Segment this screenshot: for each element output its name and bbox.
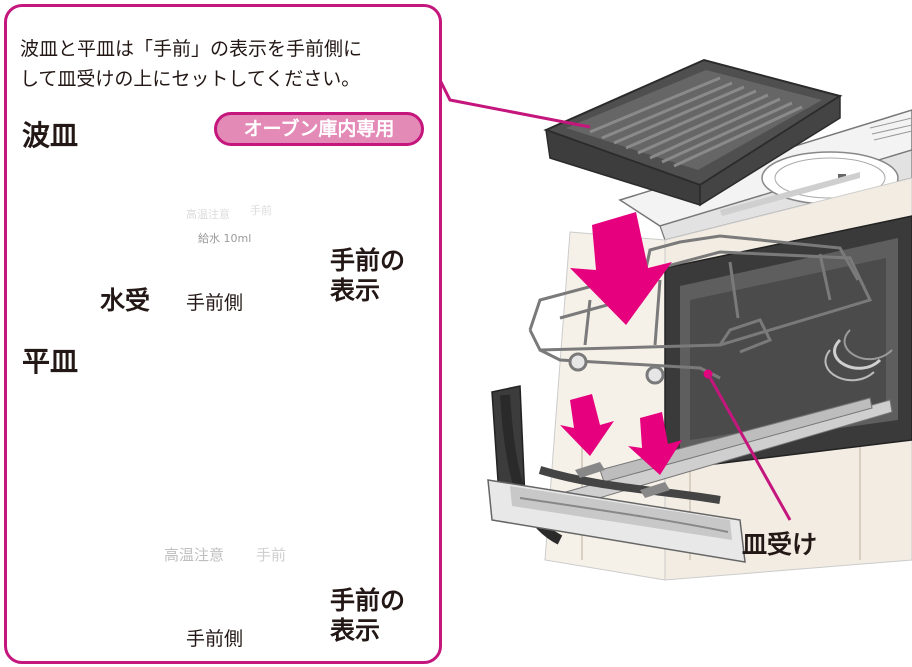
oven-only-badge: オーブン庫内専用 (214, 112, 424, 146)
front-mark-callout-flat-line1: 手前の (330, 586, 406, 615)
front-mark-callout-wave-line2: 表示 (330, 276, 381, 305)
leader-line-instruction (438, 79, 591, 129)
down-arrow-icon (628, 412, 682, 475)
flat-stamp-caution: 高温注意 (164, 546, 225, 564)
instruction-line-2: して皿受けの上にセットしてください。 (20, 68, 361, 90)
flat-stamp-front: 手前 (256, 546, 287, 564)
wave-stamp-water: 給水 10ml (198, 232, 252, 245)
drawer-door (487, 385, 746, 563)
instruction-panel (4, 4, 442, 664)
leader-line-rack (706, 373, 792, 521)
wave-stamp-caution: 高温注意 (186, 208, 230, 221)
wave-stamp-front: 手前 (250, 204, 272, 217)
tray-rack-label: 皿受け (742, 530, 818, 559)
front-mark-callout-wave: 手前の 表示 (330, 246, 405, 306)
wave-tray-heading: 波皿 (22, 119, 79, 152)
down-arrow-icon (560, 394, 614, 456)
instruction-line-1: 波皿と平皿は「手前」の表示を手前側に (20, 38, 363, 60)
instruction-text: 波皿と平皿は「手前」の表示を手前側に して皿受けの上にセットしてください。 (20, 34, 440, 94)
front-mark-callout-flat: 手前の 表示 (330, 586, 405, 646)
down-arrow-icon (570, 212, 672, 325)
oven-cavity (664, 215, 912, 471)
flat-tray-heading: 平皿 (22, 345, 79, 378)
wave-front-side-label: 手前側 (186, 292, 244, 314)
front-mark-callout-flat-line2: 表示 (330, 616, 381, 645)
front-mark-callout-wave-line1: 手前の (330, 246, 406, 275)
wave-tray-3d (543, 58, 843, 207)
flat-front-side-label: 手前側 (186, 628, 244, 650)
water-tray-callout: 水受 (100, 286, 151, 315)
